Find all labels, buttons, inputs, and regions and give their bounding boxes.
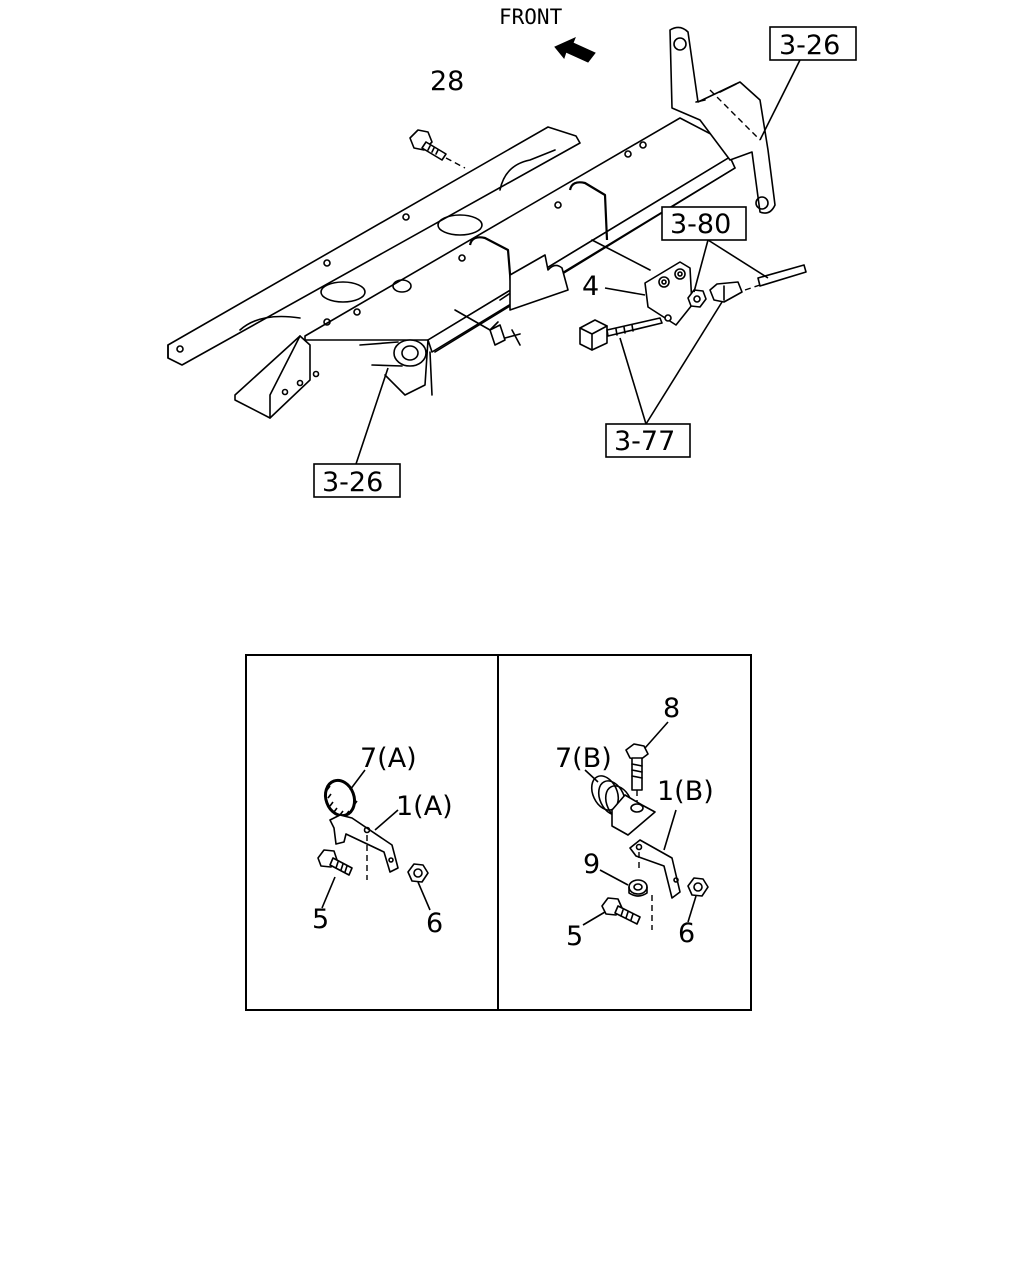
part-label-4: 4 (582, 271, 599, 302)
svg-text:3-80: 3-80 (670, 209, 731, 240)
part-label-1a: 1(A) (396, 791, 453, 822)
nut-6-left-icon (407, 863, 429, 883)
svg-text:3-26: 3-26 (322, 467, 383, 498)
frame-assembly (167, 26, 776, 419)
part-label-28: 28 (430, 66, 464, 97)
bracket-1a-icon (329, 814, 399, 873)
part-label-7a: 7(A) (360, 743, 417, 774)
detail-panel (245, 654, 752, 1011)
callout-3-26-top: 3-26 (769, 26, 857, 61)
front-label: FRONT (499, 5, 563, 29)
part-label-8: 8 (663, 693, 680, 724)
bolt-8-icon (625, 743, 649, 791)
washer-9-icon (628, 879, 648, 897)
clip-7b-icon (590, 775, 656, 836)
svg-text:3-26: 3-26 (779, 30, 840, 61)
nut-6-right-icon (687, 877, 709, 897)
clip-7a-icon (323, 778, 358, 818)
detail-right: 8 7(B) 1(B) 9 5 6 (555, 693, 714, 952)
part-label-6-right: 6 (678, 918, 695, 949)
part-label-5-right: 5 (566, 921, 583, 952)
callout-3-77: 3-77 (605, 423, 691, 458)
bracket-1b-icon (629, 839, 681, 899)
svg-text:3-77: 3-77 (614, 426, 675, 457)
front-arrow-icon (554, 37, 596, 63)
fitting-icon (687, 264, 807, 308)
bolt-5-right-icon (601, 897, 641, 925)
part-4-plate (591, 239, 693, 326)
bolt-5-left-icon (317, 849, 353, 876)
callout-3-80: 3-80 (661, 206, 747, 241)
part-label-1b: 1(B) (657, 776, 714, 807)
part-label-6-left: 6 (426, 908, 443, 939)
detail-left: 7(A) 1(A) 5 6 (312, 743, 453, 939)
part-label-7b: 7(B) (555, 743, 612, 774)
bolt-28-icon (409, 129, 466, 169)
block-bolt-icon (579, 314, 672, 351)
callout-3-26-bottom: 3-26 (313, 463, 401, 498)
part-label-5-left: 5 (312, 904, 329, 935)
part-label-9: 9 (583, 849, 600, 880)
